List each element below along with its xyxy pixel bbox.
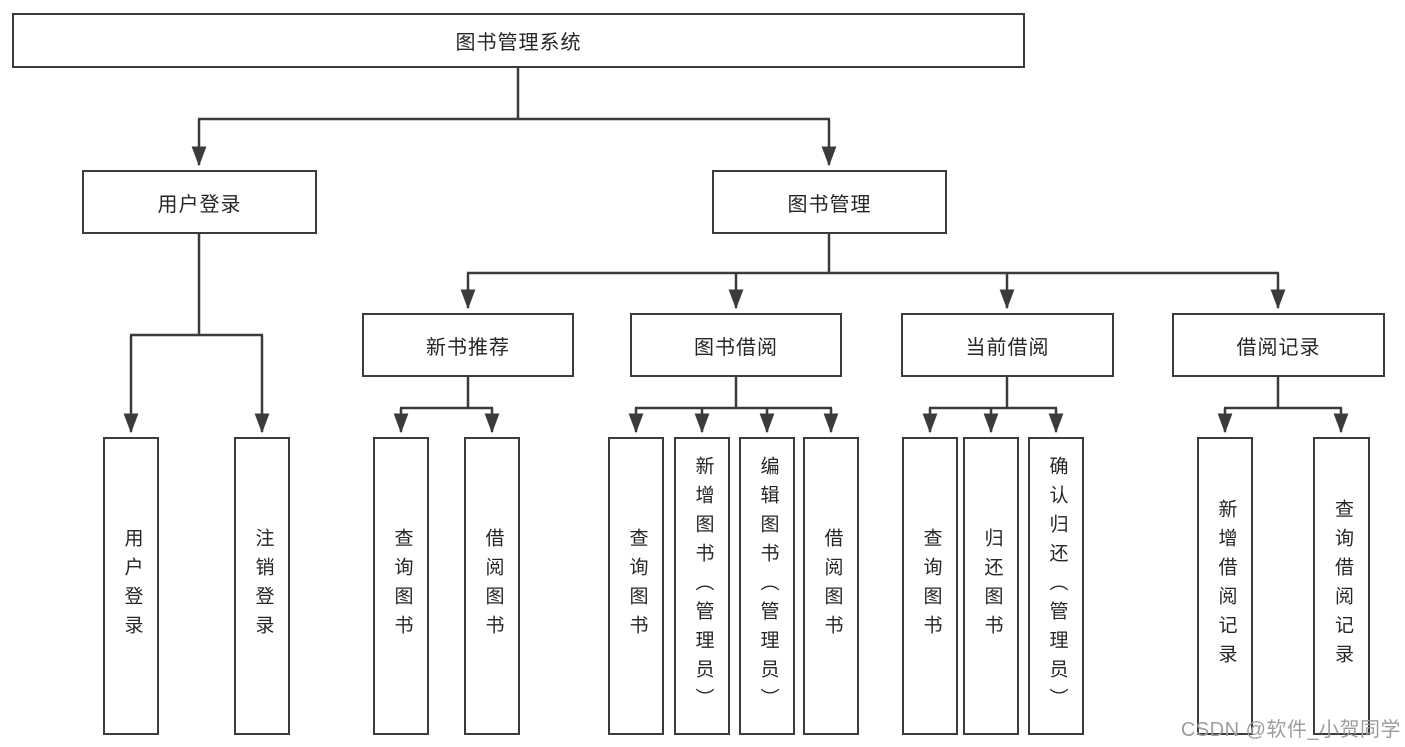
node-label: 当前借阅 <box>965 336 1050 359</box>
node-label: 查询图书 <box>920 528 942 644</box>
node-label: 图书管理 <box>787 193 872 216</box>
node-label: 归还图书 <box>981 528 1003 644</box>
node-book-borrow: 图书借阅 <box>630 313 842 377</box>
node-current-borrow: 当前借阅 <box>901 313 1114 377</box>
node-root-library-system: 图书管理系统 <box>12 13 1025 68</box>
node-label: 查询图书 <box>391 528 413 644</box>
leaf-query-book-recommend: 查询图书 <box>373 437 429 735</box>
leaf-confirm-return-admin: 确认归还（管理员） <box>1028 437 1084 735</box>
node-new-book-recommend: 新书推荐 <box>362 313 574 377</box>
node-label: 编辑图书（管理员） <box>757 455 779 717</box>
node-label: 确认归还（管理员） <box>1046 455 1068 717</box>
leaf-user-login: 用户登录 <box>103 437 159 735</box>
node-label: 图书管理系统 <box>455 32 582 54</box>
node-label: 新书推荐 <box>426 336 510 359</box>
node-label: 图书借阅 <box>694 336 778 359</box>
node-label: 查询借阅记录 <box>1331 499 1353 673</box>
connector-current-borrow-branch <box>922 377 1064 434</box>
node-label: 注销登录 <box>252 528 274 644</box>
connector-user-login-branch <box>123 234 270 434</box>
connector-new-book-branch <box>393 377 500 434</box>
connector-book-mgmt-branch <box>460 234 1286 310</box>
node-label: 借阅图书 <box>482 528 504 644</box>
connector-borrow-records-branch <box>1217 377 1349 434</box>
node-user-login: 用户登录 <box>82 170 317 234</box>
node-borrow-records: 借阅记录 <box>1172 313 1385 377</box>
connector-book-borrow-branch <box>628 377 839 434</box>
leaf-add-book-admin: 新增图书（管理员） <box>674 437 730 735</box>
leaf-return-book: 归还图书 <box>963 437 1019 735</box>
node-label: 新增借阅记录 <box>1215 499 1237 673</box>
node-label: 查询图书 <box>626 528 648 644</box>
csdn-watermark: CSDN @软件_小贺同学 <box>1180 719 1401 741</box>
node-label: 新增图书（管理员） <box>692 455 714 717</box>
leaf-edit-book-admin: 编辑图书（管理员） <box>739 437 795 735</box>
node-label: 用户登录 <box>157 193 242 216</box>
leaf-query-borrow-record: 查询借阅记录 <box>1313 437 1370 735</box>
leaf-query-book-borrow: 查询图书 <box>608 437 664 735</box>
leaf-logout: 注销登录 <box>234 437 290 735</box>
node-label: 借阅记录 <box>1236 336 1321 359</box>
node-book-management: 图书管理 <box>712 170 947 234</box>
leaf-add-borrow-record: 新增借阅记录 <box>1197 437 1253 735</box>
leaf-query-book-current: 查询图书 <box>902 437 958 735</box>
leaf-borrow-book-recommend: 借阅图书 <box>464 437 520 735</box>
leaf-borrow-book: 借阅图书 <box>803 437 859 735</box>
connector-root-to-level1 <box>191 68 837 167</box>
node-label: 借阅图书 <box>821 528 843 644</box>
node-label: 用户登录 <box>121 528 143 644</box>
